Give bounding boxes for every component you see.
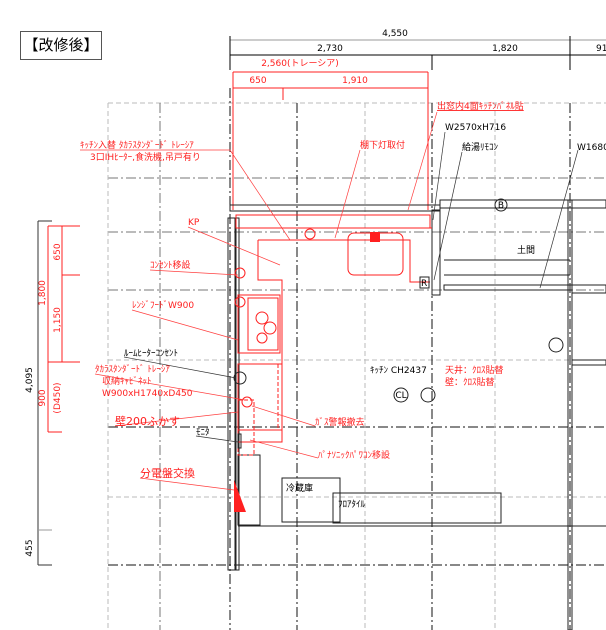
note-window-size: W2570xH716 <box>445 123 506 133</box>
light-icon <box>548 337 564 353</box>
outlet-icon <box>234 296 246 308</box>
outlet-icon <box>234 267 246 279</box>
annotations: ｷｯﾁﾝ入替 ﾀｶﾗｽﾀﾝﾀﾞｰﾄﾞ ﾄﾚｰｼｱ 3口IHﾋｰﾀｰ,食洗機,吊戸… <box>80 100 606 510</box>
drawing-title: 【改修後】 <box>20 31 102 60</box>
dim-left-red-a: 650 <box>53 243 63 260</box>
symbol-b: B <box>498 201 504 211</box>
note-under-shelf-light: 棚下灯取付 <box>360 139 405 151</box>
note-kitchen-replace: ｷｯﾁﾝ入替 ﾀｶﾗｽﾀﾝﾀﾞｰﾄﾞ ﾄﾚｰｼｱ <box>80 139 194 151</box>
note-panel-replace: 分電盤交換 <box>140 466 195 480</box>
dim-red-b: 1,910 <box>342 76 368 86</box>
dim-total-width: 4,550 <box>382 29 408 39</box>
dim-left-red-c-sub: (D450) <box>53 382 63 413</box>
note-gas-alarm-remove: ｶﾞｽ警報撤去 <box>315 416 365 428</box>
label-kitchen-ch: ｷｯﾁﾝ CH2437 <box>370 365 427 376</box>
dim-width-a: 2,730 <box>317 44 343 54</box>
note-bay-window-panel: 出窓内4面ｷｯﾁﾝﾊﾟﾈﾙ貼 <box>437 100 524 112</box>
outlet-icon <box>233 371 247 385</box>
grid-lines <box>107 88 606 630</box>
note-wall-extend: 壁200ふかす <box>115 414 180 428</box>
light-icon <box>304 228 316 240</box>
symbol-cl: CL <box>395 391 406 401</box>
note-power-conditioner: ﾊﾟﾅｿﾆｯｸﾊﾟﾜｺﾝ移設 <box>318 449 390 461</box>
note-wall: 壁：ｸﾛｽ貼替 <box>445 376 495 388</box>
fridge-box <box>281 477 341 523</box>
symbol-r: R <box>421 279 427 289</box>
walls <box>227 199 606 630</box>
note-monitor: ﾓﾆﾀ <box>196 427 210 438</box>
leader-lines <box>80 111 579 491</box>
label-floor-tile: ﾌﾛｱﾀｲﾙ <box>338 499 366 510</box>
top-dimensions: 4,550 2,730 1,820 91 2,560(トレーシア) 650 1,… <box>229 29 606 210</box>
label-fridge: 冷蔵庫 <box>286 482 313 494</box>
note-cabinet-brand: ﾀｶﾗｽﾀﾝﾀﾞｰﾄﾞ ﾄﾚｰｼｱ <box>95 364 170 375</box>
kitchen-red <box>234 214 432 512</box>
outlet-icon <box>241 396 253 408</box>
floor-tile-area <box>332 492 502 524</box>
note-room-heater-outlet: ﾙｰﾑﾋｰﾀｰｺﾝｾﾝﾄ <box>124 348 178 359</box>
note-window-size-right: W1680 <box>577 143 606 153</box>
symbols: CL B R <box>233 198 564 408</box>
dim-left-total: 4,095 <box>25 367 35 393</box>
left-dimensions: 4,095 455 1,800 650 1,150 900 (D450) <box>25 220 80 566</box>
note-cabinet-size: W900xH1740xD450 <box>102 389 193 399</box>
note-range-hood: ﾚﾝｼﾞﾌｰﾄﾞW900 <box>132 300 194 311</box>
note-outlet-move: ｺﾝｾﾝﾄ移設 <box>150 259 191 271</box>
dim-left-red-c: 900 <box>38 389 48 406</box>
distribution-panel-mark <box>234 480 246 512</box>
note-ceiling: 天井：ｸﾛｽ貼替 <box>445 364 504 376</box>
dim-left-red-b: 1,150 <box>53 307 63 333</box>
dim-red-total: 2,560(トレーシア) <box>261 59 339 69</box>
light-icon <box>420 387 436 403</box>
note-kp: KP <box>188 218 200 228</box>
dim-width-c: 91 <box>596 44 606 54</box>
label-doma: 土間 <box>517 244 535 256</box>
note-hot-water-remote: 給湯ﾘﾓｺﾝ <box>462 141 499 153</box>
dim-width-b: 1,820 <box>492 44 518 54</box>
dim-left-bottom: 455 <box>25 539 35 556</box>
note-kitchen-spec: 3口IHﾋｰﾀｰ,食洗機,吊戸有り <box>90 151 201 163</box>
dim-left-red-total: 1,800 <box>38 280 48 306</box>
note-cabinet-type: 収納ｷｬﾋﾞﾈｯﾄ <box>102 375 152 387</box>
dim-red-a: 650 <box>249 76 266 86</box>
